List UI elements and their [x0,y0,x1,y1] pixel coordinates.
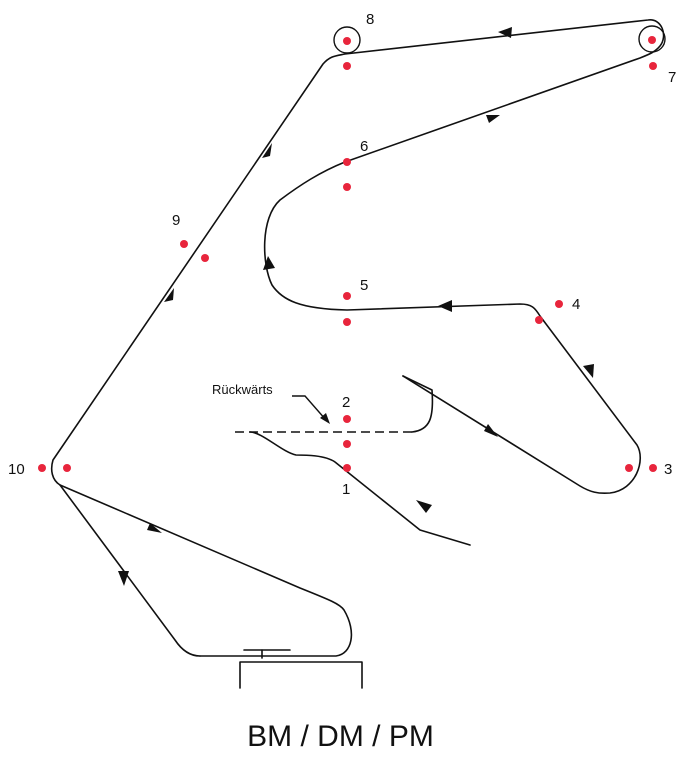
arrow-9-to-10 [164,288,174,302]
arrow-10-to-base [118,571,129,586]
marker [343,62,351,70]
point-label-1: 1 [342,481,350,498]
diagram-caption: BM / DM / PM [247,720,434,753]
point-label-8: 8 [366,11,374,28]
marker [343,37,351,45]
arrow-in-to-1 [416,500,432,513]
point-label-10: 10 [8,461,25,478]
point-label-7: 7 [668,69,676,86]
marker [555,300,563,308]
direction-arrows [118,27,594,586]
arrow-4-to-3 [583,364,594,378]
marker [343,183,351,191]
marker [343,464,351,472]
reverse-annotation-label: Rückwärts [212,382,273,397]
arrow-8-to-9 [262,143,272,158]
point-label-6: 6 [360,138,368,155]
point-label-3: 3 [664,461,672,478]
marker [649,464,657,472]
arrow-10-to-loop [147,523,162,533]
marker [343,158,351,166]
annotation-arrowhead [320,413,330,424]
marker [343,292,351,300]
marker [535,316,543,324]
point-label-2: 2 [342,394,350,411]
arrow-7-to-6 [486,115,500,123]
marker [625,464,633,472]
arrow-8-to-7 [498,27,512,38]
marker [201,254,209,262]
arrow-4-to-5 [438,300,452,312]
marker [63,464,71,472]
arrow-in-to-3 [484,424,498,437]
reverse-path-hook [402,375,434,433]
annotation-leader [292,395,327,421]
marker [648,36,656,44]
arrow-6-to-5 [263,256,275,270]
marker [649,62,657,70]
marker [343,440,351,448]
sensor-markers [38,36,657,472]
pulley-7 [638,25,666,53]
transport-path-main [249,431,471,546]
pulley-8 [333,26,361,54]
transport-path-loop [50,19,665,657]
marker [343,318,351,326]
marker [38,464,46,472]
point-label-9: 9 [172,212,180,229]
transport-path-branch [59,484,201,657]
marker [180,240,188,248]
marker [343,415,351,423]
point-label-5: 5 [360,277,368,294]
point-label-4: 4 [572,296,580,313]
